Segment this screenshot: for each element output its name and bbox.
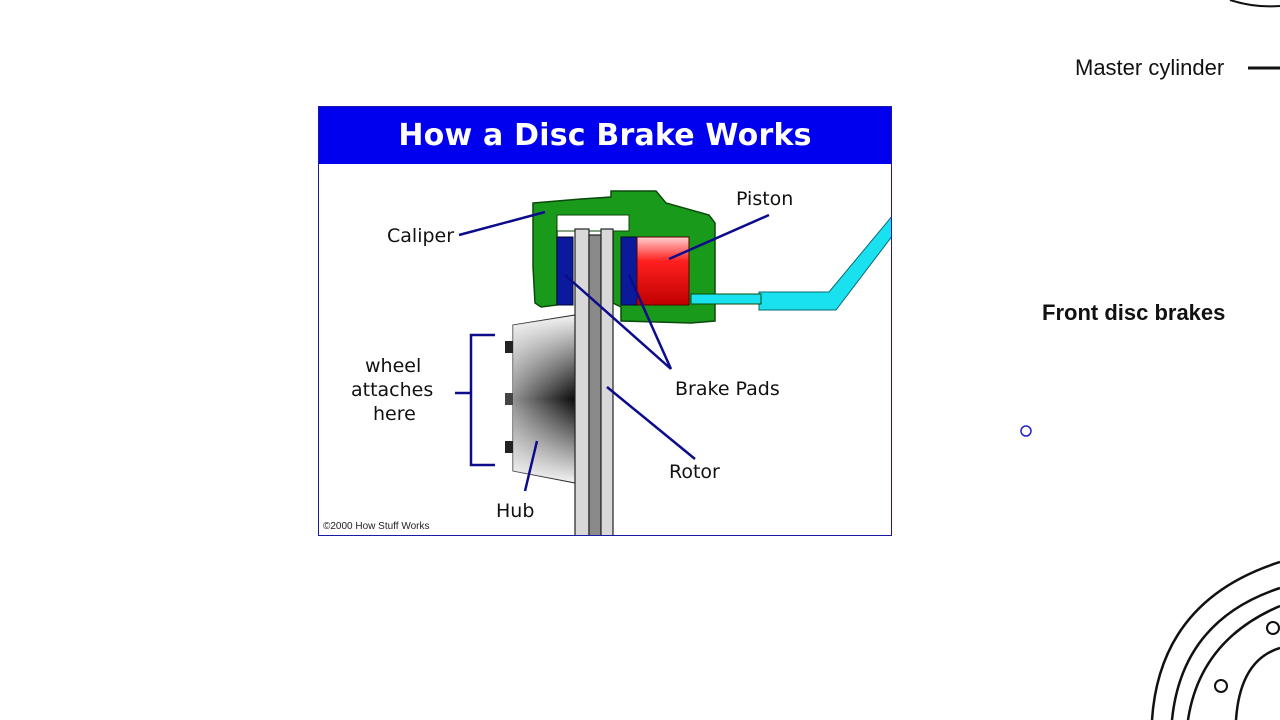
rotor-core bbox=[588, 234, 602, 535]
disc-brake-diagram: How a Disc Brake Works bbox=[318, 106, 892, 536]
caliper-label: Caliper bbox=[387, 225, 455, 247]
brake-pad-outer bbox=[620, 236, 638, 306]
brake-illustration bbox=[455, 190, 891, 535]
brake-fluid-line bbox=[758, 216, 891, 311]
cursor-marker bbox=[1020, 425, 1032, 437]
rotor-label: Rotor bbox=[669, 461, 720, 483]
hub-label: Hub bbox=[496, 500, 535, 522]
leader-lines bbox=[455, 210, 770, 492]
wheel-label-line3: here bbox=[373, 403, 416, 425]
hub-leader bbox=[523, 440, 539, 492]
wheel-label-line2: attaches bbox=[351, 379, 434, 401]
caliper-slot bbox=[556, 214, 630, 232]
hub-stud-1 bbox=[505, 341, 513, 353]
piston-label: Piston bbox=[736, 188, 794, 210]
pads-leader-2 bbox=[627, 274, 673, 370]
caliper-leader bbox=[458, 210, 546, 237]
brake-pads-label: Brake Pads bbox=[675, 378, 780, 400]
piston bbox=[636, 236, 690, 306]
wheel-bracket bbox=[469, 333, 495, 467]
pads-leader-1 bbox=[564, 274, 672, 370]
front-disc-brakes-label: Front disc brakes bbox=[1042, 300, 1226, 325]
rotor-leader bbox=[606, 386, 696, 460]
top-arc bbox=[1229, 0, 1280, 8]
brake-disc-partial bbox=[1150, 560, 1280, 720]
piston-leader bbox=[668, 213, 770, 261]
bolt-hole-2 bbox=[1266, 621, 1280, 635]
wheel-label-line1: wheel bbox=[365, 355, 422, 377]
hydraulic-passage bbox=[690, 293, 762, 305]
diagram-title: How a Disc Brake Works bbox=[319, 107, 891, 164]
brake-pad-inner bbox=[556, 236, 574, 306]
bolt-hole-1 bbox=[1214, 679, 1228, 693]
rotor-outer-left bbox=[574, 228, 590, 535]
master-cylinder-label: Master cylinder bbox=[1075, 55, 1225, 80]
rotor-outer-right bbox=[600, 228, 614, 535]
copyright-notice: ©2000 How Stuff Works bbox=[323, 521, 430, 532]
hub-stud-3 bbox=[505, 441, 513, 453]
hub-stud-2 bbox=[505, 393, 513, 405]
